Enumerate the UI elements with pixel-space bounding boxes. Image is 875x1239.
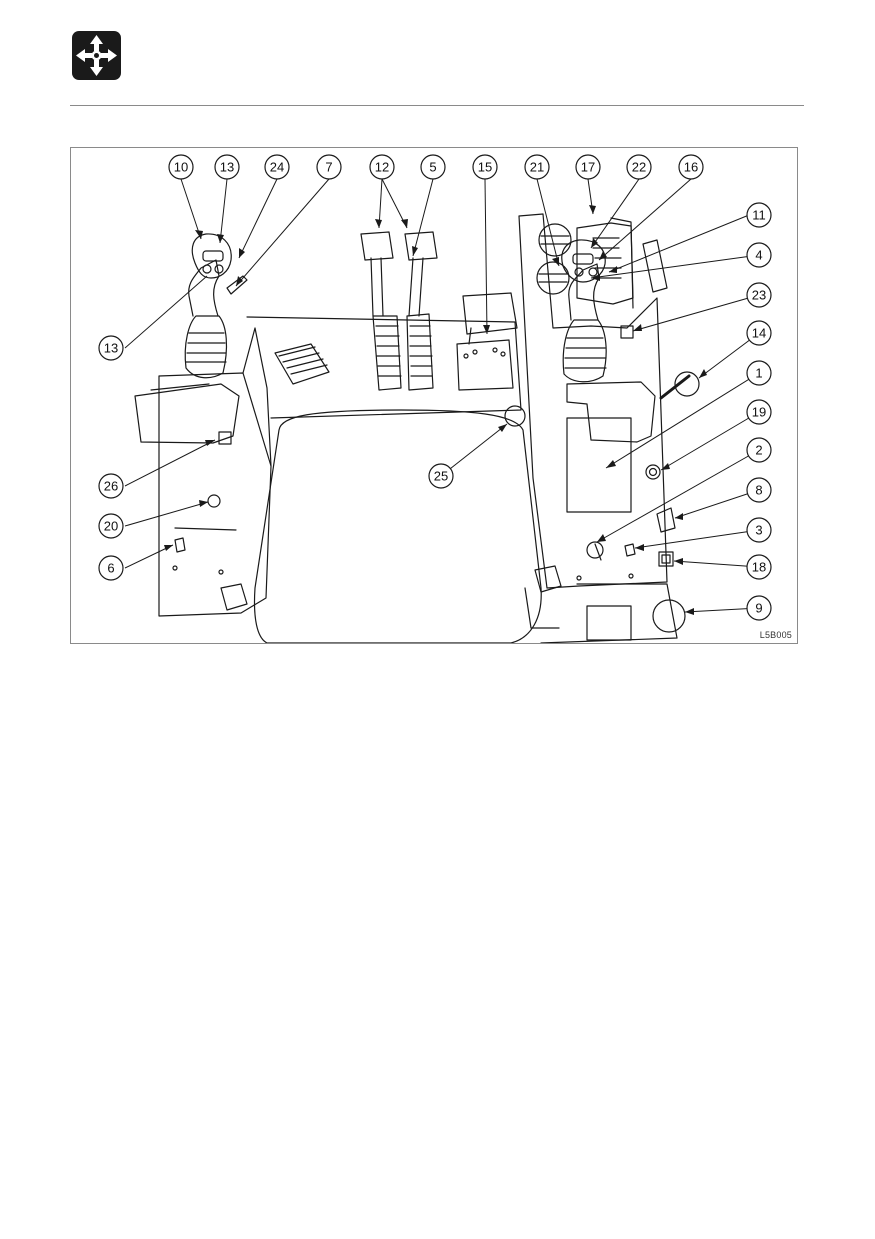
callout-number: 6 [107,561,114,576]
callout-number: 11 [752,208,766,223]
four-way-arrows-icon [72,31,121,80]
callout-5: 5 [420,154,446,180]
right-knob-8 [656,507,676,533]
callout-number: 9 [755,601,762,616]
right-knob-9 [652,599,686,633]
callout-18: 18 [746,554,772,580]
right-knob-19 [645,464,661,480]
left-armrest [134,383,240,444]
footrest [274,343,330,385]
left-knob-20 [207,494,221,508]
callout-21: 21 [524,154,550,180]
callout-25: 25 [428,463,454,489]
callout-10: 10 [168,154,194,180]
callout-17: 17 [575,154,601,180]
right-panel [576,222,634,305]
callout-number: 16 [684,160,698,175]
callout-19: 19 [746,399,772,425]
callout-number: 19 [752,405,766,420]
right-knob-3 [624,543,636,557]
callout-number: 15 [478,160,492,175]
lever-knob-14 [674,371,700,397]
right-display-1 [566,417,632,513]
callout-6: 6 [98,555,124,581]
callout-leaders [124,178,760,613]
callout-2: 2 [746,437,772,463]
callout-14: 14 [746,320,772,346]
callout-number: 22 [632,160,646,175]
callout-26: 26 [98,473,124,499]
right-console [518,213,668,589]
callout-number: 25 [434,469,448,484]
header-divider [70,105,804,106]
callout-number: 4 [755,248,762,263]
right-switch-18 [658,551,674,567]
callout-number: 13 [104,341,118,356]
callout-number: 7 [325,160,332,175]
callout-22: 22 [626,154,652,180]
right-switch-23 [620,325,634,339]
seat-knob-25 [504,405,526,427]
callout-number: 12 [375,160,389,175]
callout-number: 2 [755,443,762,458]
callout-number: 3 [755,523,762,538]
callout-labels: 10 13 24 7 12 5 15 21 17 22 16 11 4 23 14 1 19 2 8 3 18 9 25 26… [98,154,772,621]
callout-15: 15 [472,154,498,180]
right-pedal [404,231,438,391]
callout-7: 7 [316,154,342,180]
callout-number: 14 [752,326,766,341]
callout-number: 20 [104,519,118,534]
right-armrest [566,381,656,443]
controls-figure: 10 13 24 7 12 5 15 21 17 22 16 11 4 23 14 1 19 2 8 3 18 9 25 26… [70,147,798,644]
callout-11: 11 [746,202,772,228]
callout-1: 1 [746,360,772,386]
ignition-key-2 [586,541,604,559]
foot-throttle-box [456,339,514,391]
right-joystick [561,239,607,383]
callout-20: 20 [98,513,124,539]
callout-number: 26 [104,479,118,494]
callout-number: 10 [174,160,188,175]
callout-number: 18 [752,560,766,575]
callout-13: 13 [98,335,124,361]
callout-number: 21 [530,160,544,175]
callout-number: 23 [752,288,766,303]
floor-line [246,316,522,419]
callout-4: 4 [746,242,772,268]
figure-code: L5B005 [759,630,792,640]
callout-24: 24 [264,154,290,180]
callout-23: 23 [746,282,772,308]
callout-number: 24 [270,160,284,175]
callout-number: 5 [429,160,436,175]
callout-9: 9 [746,595,772,621]
callout-8: 8 [746,477,772,503]
callout-3: 3 [746,517,772,543]
callout-number: 1 [755,366,762,381]
operator-seat [253,409,542,643]
left-knob-6 [174,537,186,553]
left-pedal [360,231,402,391]
callout-12: 12 [369,154,395,180]
cab-controls-diagram: 10 13 24 7 12 5 15 21 17 22 16 11 4 23 14 1 19 2 8 3 18 9 25 26… [98,154,772,643]
left-joystick [184,233,248,379]
callout-16: 16 [678,154,704,180]
callout-number: 17 [581,160,595,175]
callout-13: 13 [214,154,240,180]
left-switch-26 [218,431,232,445]
callout-number: 8 [755,483,762,498]
callout-number: 13 [220,160,234,175]
callout-arrowheads [164,205,707,615]
